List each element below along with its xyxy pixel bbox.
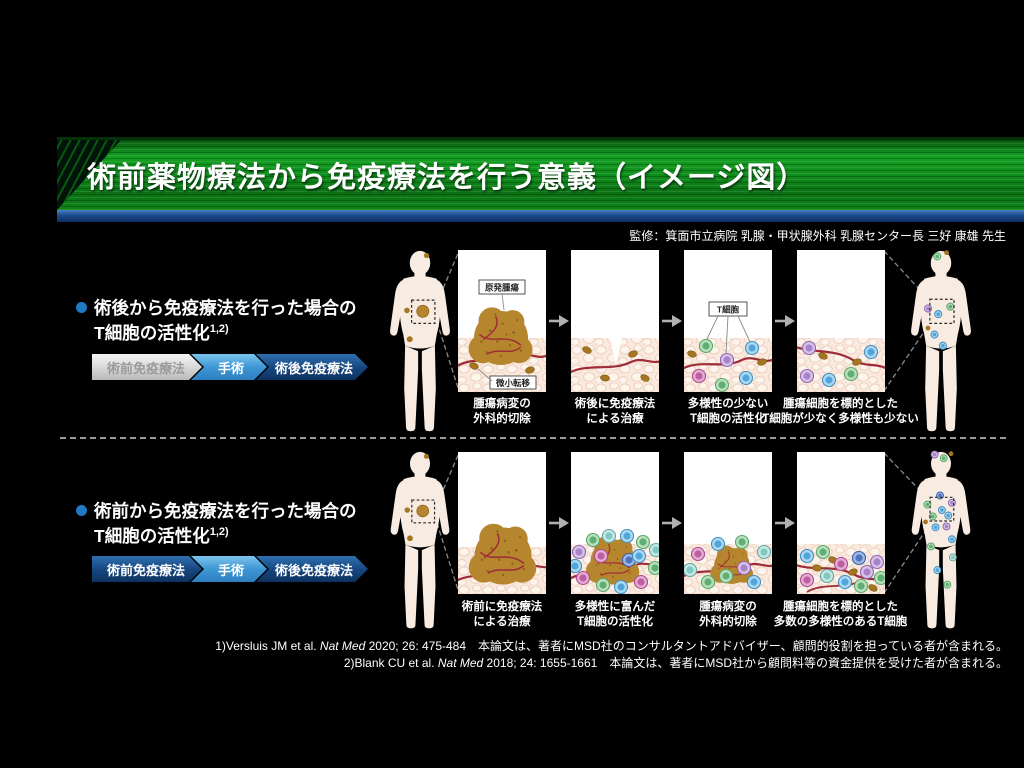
row2-panel-1-primary-tumor [458, 452, 546, 594]
row2-timeline: 術前免疫療法 手術 術後免疫療法 [92, 556, 368, 582]
references: 1)Versluis JM et al. Nat Med 2020; 26: 4… [215, 638, 1008, 672]
zoom-region-box [929, 496, 955, 522]
row1-timeline-preop: 術前免疫療法 [92, 354, 202, 380]
row2-caption-1: 術前に免疫療法による治療 [461, 601, 543, 629]
title-banner: 術前薬物療法から免疫療法を行う意義（イメージ図） [57, 137, 1024, 210]
row2-heading-line2: T細胞の活性化 [94, 525, 210, 546]
micrometastasis-label: 微小転移 [495, 378, 531, 388]
row2-heading-refmark: 1,2) [209, 525, 229, 538]
reference-2: 2)Blank CU et al. Nat Med 2018; 24: 1655… [343, 655, 1008, 670]
bullet-icon [76, 302, 87, 313]
arrow-right-icon [548, 516, 570, 530]
row2-heading-line1: 術前から免疫療法を行った場合の [94, 501, 357, 521]
zoom-region-box [411, 299, 436, 325]
row1-heading-refmark: 1,2) [209, 322, 229, 335]
supervisor-credit: 監修：箕面市立病院 乳腺・甲状腺外科 乳腺センター長 三好 康雄 先生 [629, 229, 1006, 243]
row2-panel-4-many-tcells [797, 452, 885, 594]
row1-caption-1: 腫瘍病変の外科的切除 [473, 398, 531, 426]
zoom-region-box [411, 499, 436, 524]
row1-panel-3-tcell-activation: T細胞 [684, 250, 772, 392]
arrow-right-icon [774, 314, 796, 328]
row1-right-body-figure [893, 249, 989, 440]
row-divider [60, 437, 1006, 439]
row1-left-body-figure [372, 249, 468, 440]
row2-left-body-figure [372, 450, 468, 637]
row2-right-body-figure [893, 450, 989, 637]
row2-panel-2-rich-tcells [571, 452, 659, 594]
primary-tumor-label: 原発腫瘍 [485, 283, 520, 293]
zoom-region-box [929, 298, 955, 325]
row2-panel-3-resection [684, 452, 772, 594]
arrow-right-icon [548, 314, 570, 328]
tcell-label: T細胞 [717, 305, 740, 315]
page-title: 術前薬物療法から免疫療法を行う意義（イメージ図） [87, 162, 807, 194]
row1-timeline-surgery: 手術 [191, 354, 267, 380]
row1-caption-2: 術後に免疫療法による治療 [574, 398, 656, 426]
row2-timeline-surgery: 手術 [191, 556, 267, 582]
row2-heading: 術前から免疫療法を行った場合の T細胞の活性化1,2) [76, 499, 357, 548]
row2-timeline-preop: 術前免疫療法 [92, 556, 202, 582]
arrow-right-icon [661, 516, 683, 530]
row1-panel-1-tumor-resection: 原発腫瘍 微小転移 [458, 250, 546, 392]
row2-caption-4: 腫瘍細胞を標的とした多数の多様性のあるT細胞 [773, 601, 908, 629]
row1-heading: 術後から免疫療法を行った場合の T細胞の活性化1,2) [76, 296, 357, 345]
reference-1: 1)Versluis JM et al. Nat Med 2020; 26: 4… [215, 639, 1008, 653]
row2-timeline-postop: 術後免疫療法 [256, 556, 368, 582]
row1-panel-4-few-tcells [797, 250, 885, 392]
row1-panel-2-post-op-site [571, 250, 659, 392]
row1-heading-line2: T細胞の活性化 [94, 322, 210, 343]
bullet-icon [76, 505, 87, 516]
arrow-right-icon [774, 516, 796, 530]
row2-caption-3: 腫瘍病変の外科的切除 [699, 601, 757, 629]
arrow-right-icon [661, 314, 683, 328]
row1-heading-line1: 術後から免疫療法を行った場合の [94, 298, 357, 318]
banner-blue-stripe [57, 210, 1024, 222]
row1-timeline-postop: 術後免疫療法 [256, 354, 368, 380]
row1-timeline: 術前免疫療法 手術 術後免疫療法 [92, 354, 368, 380]
